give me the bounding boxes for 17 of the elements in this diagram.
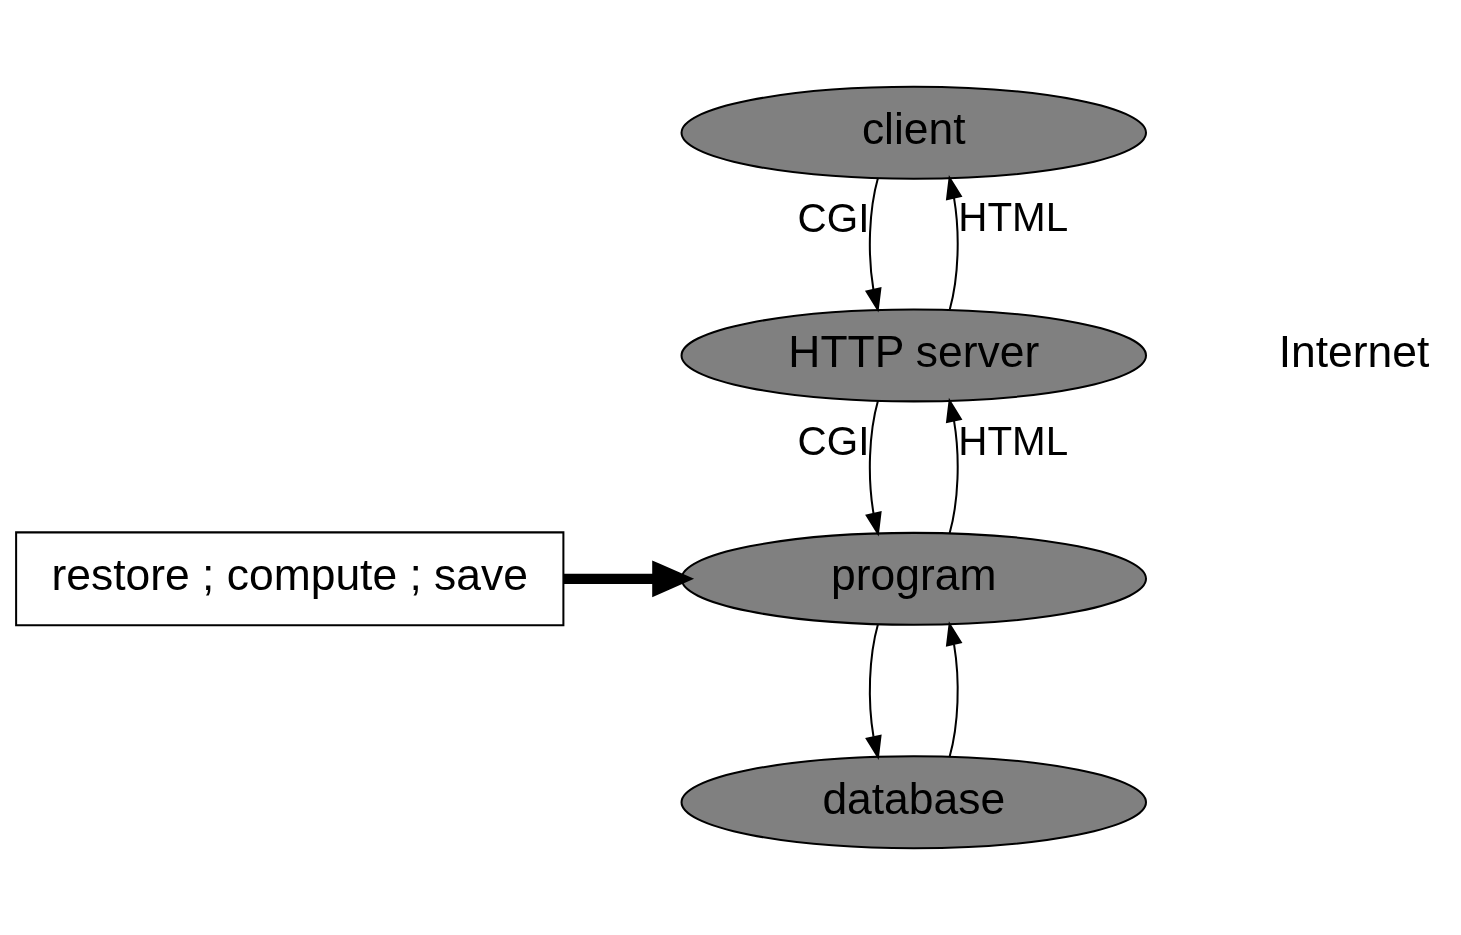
node-box: restore ; compute ; save	[15, 531, 565, 627]
arrow	[864, 177, 882, 313]
arrow	[865, 400, 882, 537]
arrow	[945, 621, 963, 758]
edge-label: HTML	[958, 194, 1069, 241]
label: Internet	[1278, 326, 1430, 376]
node-ellipse: client	[680, 85, 1147, 180]
node-ellipse: program	[680, 531, 1147, 626]
arrow	[865, 623, 882, 760]
edge-label: CGI	[797, 418, 870, 465]
edge-label: HTML	[958, 417, 1069, 464]
arrow	[945, 397, 963, 534]
node-ellipse: database	[680, 755, 1147, 850]
node-ellipse: HTTP server	[680, 308, 1147, 403]
edge-label: CGI	[797, 194, 870, 241]
arrow	[945, 175, 963, 310]
arrow	[564, 560, 695, 598]
